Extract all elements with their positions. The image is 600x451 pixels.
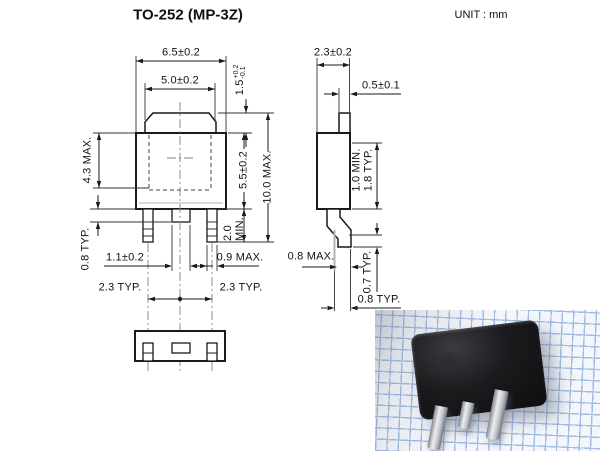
dim-front-overall-width: 6.5±0.2 — [161, 46, 201, 59]
dim-front-lead-length: 2.0 MIN. — [222, 216, 246, 241]
component-photo — [375, 310, 600, 451]
page-title: TO-252 (MP-3Z) — [133, 6, 243, 24]
dim-front-tab-width: 5.0±0.2 — [160, 74, 200, 87]
dim-front-center-lead-width: 1.1±0.2 — [105, 251, 145, 264]
dim-front-lead-pitch-left: 2.3 TYP. — [98, 281, 142, 294]
dim-front-lead-pitch-right: 2.3 TYP. — [219, 281, 263, 294]
dim-side-lead-height-typ: 1.8 TYP. — [362, 148, 375, 192]
dim-side-tab-thickness: 0.5±0.1 — [361, 79, 401, 92]
unit-label: UNIT : mm — [454, 9, 508, 21]
dim-front-center-lead-length: 0.8 TYP. — [79, 227, 92, 271]
dimension-arrows — [95, 58, 380, 311]
dim-front-body-height: 5.5±0.2 — [237, 150, 250, 190]
dim-side-foot-thickness: 0.7 TYP. — [361, 250, 374, 294]
dim-side-lead-height-min: 1.0 MIN. — [350, 148, 363, 192]
dim-front-pad-height: 4.3 MAX. — [81, 136, 94, 184]
dim-side-body-thickness: 2.3±0.2 — [313, 46, 353, 59]
side-view-drawing — [316, 112, 352, 271]
dim-front-overall-height: 10.0 MAX. — [261, 150, 274, 204]
dim-front-lead-width: 0.9 MAX. — [216, 251, 264, 264]
dim-side-foot-width-max: 0.8 MAX. — [287, 250, 335, 263]
bottom-view-drawing — [134, 330, 226, 362]
dim-side-foot-length: 0.8 TYP. — [357, 293, 401, 306]
dim-front-tab-height: 1.5 +0.2 -0.1 — [233, 64, 247, 96]
